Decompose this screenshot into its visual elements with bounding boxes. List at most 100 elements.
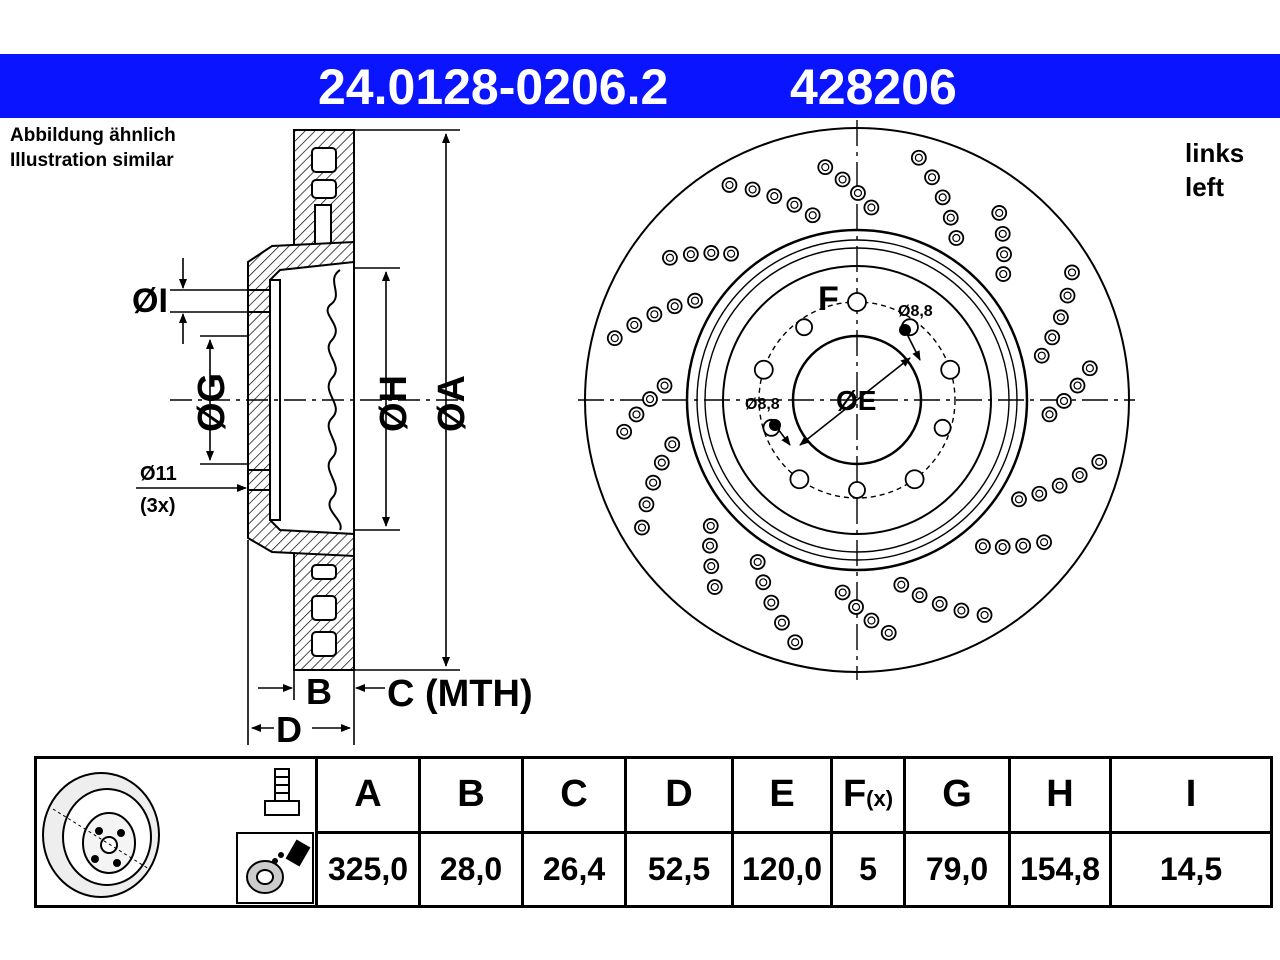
drilled-hole [766, 188, 783, 205]
drilled-hole-inner [706, 521, 715, 531]
label-dim-g: ØG [191, 373, 233, 432]
header-a: A [315, 756, 421, 834]
drilled-hole-inner [853, 188, 863, 198]
centering-hole [848, 481, 866, 499]
drilled-hole-inner [610, 334, 619, 343]
drilled-hole-inner [791, 638, 800, 647]
side-indicator: links left [1185, 136, 1244, 204]
label-dim-h: ØH [373, 375, 415, 432]
drilled-hole-inner [670, 302, 679, 311]
bolt-hole [753, 359, 774, 380]
drilled-hole [817, 159, 834, 176]
drilled-hole-inner [946, 213, 955, 222]
drilled-hole [893, 576, 910, 593]
drilled-hole [911, 587, 928, 604]
drilled-hole [645, 474, 662, 491]
drilled-hole [834, 171, 851, 188]
header-e: E [731, 756, 833, 834]
value-i: 14,5 [1109, 830, 1273, 908]
drilled-hole-inner [999, 269, 1008, 279]
drilled-hole-inner [914, 153, 923, 162]
drilled-hole-inner [630, 320, 639, 330]
label-dim-11: Ø11 [140, 463, 177, 485]
label-count-3x: (3x) [140, 495, 176, 517]
drilled-hole [646, 306, 663, 323]
header-h: H [1008, 756, 1112, 834]
drilled-hole [687, 292, 703, 309]
drilled-hole [996, 246, 1012, 263]
drilled-hole [924, 169, 940, 186]
drilled-hole-inner [927, 173, 937, 182]
drilled-hole-inner [1075, 470, 1084, 480]
label-dim-a: ØA [431, 375, 473, 432]
header-c: C [521, 756, 627, 834]
drilled-hole [787, 634, 804, 651]
drilled-hole [606, 330, 623, 347]
drilled-hole [975, 538, 991, 555]
header-f: F(x) [830, 756, 906, 834]
drilled-hole-inner [978, 542, 988, 551]
drilled-hole-inner [759, 578, 768, 587]
drilled-hole-inner [1014, 495, 1024, 504]
drilled-hole-inner [1073, 381, 1082, 390]
drilled-hole-inner [1056, 313, 1065, 322]
drilled-hole-inner [726, 249, 736, 258]
header-b: B [418, 756, 524, 834]
drilled-hole [1011, 491, 1027, 508]
label-dim-e: ØE [836, 385, 876, 416]
drilled-hole [863, 612, 880, 629]
drilled-hole-inner [710, 582, 719, 592]
drilled-hole-inner [770, 192, 779, 201]
drilled-hole-inner [998, 542, 1007, 552]
centering-hole [795, 318, 813, 337]
drilled-hole [1044, 329, 1061, 346]
drilled-hole [1069, 377, 1086, 394]
drilled-hole [994, 539, 1011, 555]
value-e: 120,0 [731, 830, 833, 908]
drilled-hole-inner [620, 427, 629, 436]
drilled-hole [1041, 406, 1058, 423]
label-dim-b: B [306, 671, 332, 712]
value-a: 325,0 [315, 830, 421, 908]
note-line-en: Illustration similar [10, 150, 174, 171]
cleaning-spray-icon [236, 832, 314, 904]
drilled-hole-inner [686, 250, 695, 259]
drilled-hole-inner [668, 440, 677, 449]
drilled-hole [703, 558, 720, 575]
drilled-hole-inner [808, 211, 817, 220]
value-f: 5 [830, 830, 906, 908]
drilled-hole-inner [821, 163, 830, 172]
drilled-hole [1051, 477, 1068, 494]
article-number: 428206 [790, 59, 957, 115]
drilled-hole-inner [707, 248, 716, 258]
drilled-hole-inner [660, 381, 669, 390]
drilled-hole-inner [1059, 396, 1069, 406]
drilled-hole-inner [748, 185, 757, 194]
drilled-hole [634, 519, 650, 536]
bolt-icon [264, 768, 300, 816]
drilled-hole [850, 185, 866, 201]
drilled-hole [702, 537, 718, 554]
drilled-hole [834, 584, 851, 601]
drilled-hole-inner [1085, 364, 1094, 373]
drilled-hole [786, 196, 803, 213]
header-g: G [903, 756, 1011, 834]
centering-hole [933, 418, 952, 437]
drilled-hole-inner [999, 250, 1009, 259]
drilled-hole-inner [665, 253, 675, 262]
drilled-hole-inner [1039, 538, 1049, 547]
drilled-hole-inner [707, 562, 716, 571]
pin-hole [769, 419, 781, 431]
drilled-hole [763, 594, 780, 611]
drilled-hole [723, 245, 739, 262]
drilled-hole-inner [645, 394, 655, 404]
drilled-hole-inner [690, 296, 700, 305]
brake-disc-icon [42, 772, 160, 898]
drilled-hole [1015, 537, 1032, 554]
illustration-note: Abbildung ähnlich Illustration similar [10, 123, 176, 173]
drilled-hole [616, 423, 633, 440]
drilled-hole [880, 624, 897, 641]
drilled-hole [744, 181, 761, 198]
drilled-hole [1052, 309, 1069, 326]
drilled-hole-inner [790, 200, 799, 209]
